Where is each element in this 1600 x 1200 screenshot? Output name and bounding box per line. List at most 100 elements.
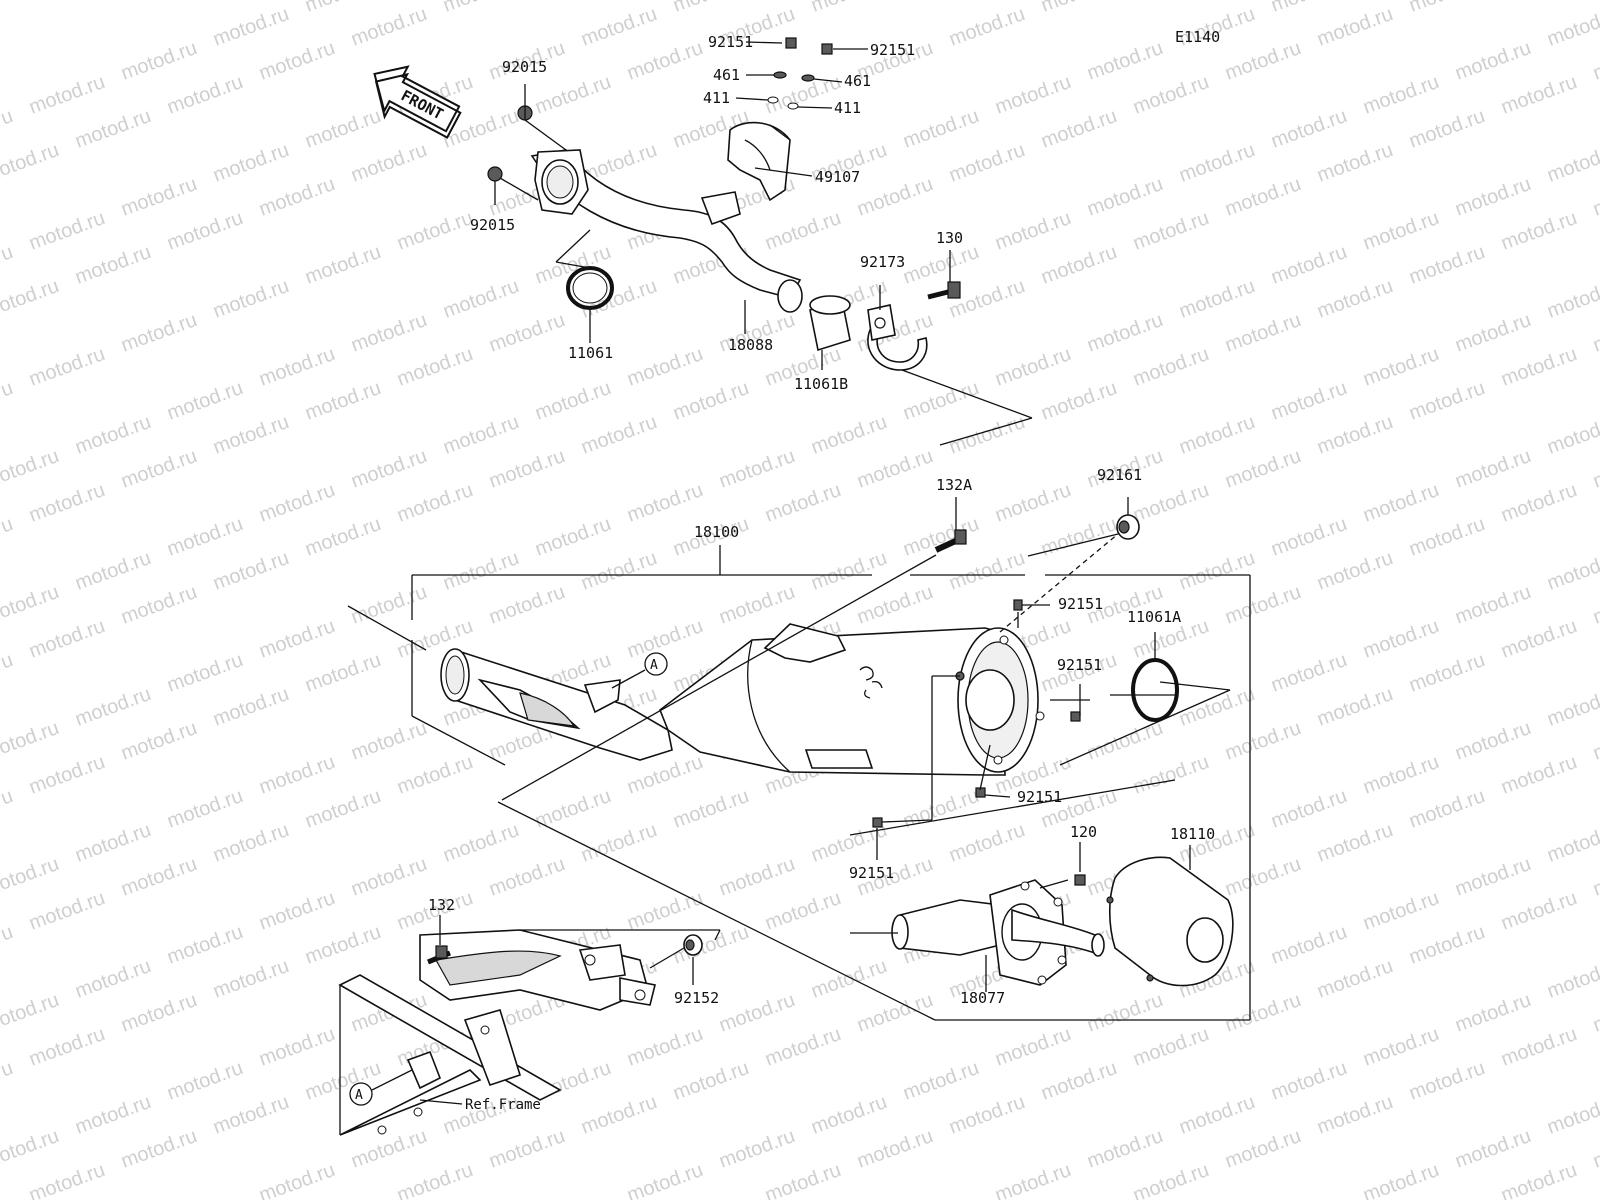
watermark-text: motod.ru bbox=[26, 343, 108, 391]
watermark-text: motod.ru bbox=[1222, 309, 1304, 357]
label-92151-e: 92151 bbox=[1017, 788, 1062, 806]
watermark-text: motod.ru bbox=[716, 445, 798, 493]
watermark-text: motod.ru bbox=[1406, 0, 1488, 17]
watermark-text: motod.ru bbox=[0, 105, 16, 153]
watermark-text: motod.ru bbox=[1038, 241, 1120, 289]
watermark-text: motod.ru bbox=[1452, 445, 1534, 493]
watermark-text: motod.ru bbox=[1222, 1125, 1304, 1173]
watermark-text: motod.ru bbox=[1544, 411, 1600, 459]
watermark-text: motod.ru bbox=[210, 547, 292, 595]
watermark-text: motod.ru bbox=[1222, 853, 1304, 901]
watermark-text: motod.ru bbox=[1130, 1023, 1212, 1071]
watermark-text: motod.ru bbox=[72, 1091, 154, 1139]
watermark-text: motod.ru bbox=[1222, 173, 1304, 221]
watermark-text: motod.ru bbox=[992, 1023, 1074, 1071]
screw-92151-f bbox=[872, 817, 883, 828]
watermark-text: motod.ru bbox=[1360, 1023, 1442, 1071]
screw-92151-c bbox=[1013, 599, 1023, 611]
watermark-text: motod.ru bbox=[256, 479, 338, 527]
watermark-text: motod.ru bbox=[762, 207, 844, 255]
watermark-text: motod.ru bbox=[1176, 683, 1258, 731]
watermark-text: motod.ru bbox=[26, 207, 108, 255]
watermark-text: motod.ru bbox=[1452, 1125, 1534, 1173]
watermark-text: motod.ru bbox=[1498, 615, 1580, 663]
label-411-b: 411 bbox=[834, 99, 861, 117]
watermark-text: motod.ru bbox=[348, 445, 430, 493]
screw-92151-b bbox=[821, 43, 833, 55]
watermark-text: motod.ru bbox=[118, 309, 200, 357]
watermark-text: motod.ru bbox=[1360, 207, 1442, 255]
watermark-text: motod.ru bbox=[302, 241, 384, 289]
label-ref-frame: Ref.Frame bbox=[465, 1097, 541, 1113]
watermark-text: motod.ru bbox=[0, 717, 62, 765]
label-92173: 92173 bbox=[860, 253, 905, 271]
watermark-text: motod.ru bbox=[348, 309, 430, 357]
label-92015-b: 92015 bbox=[470, 216, 515, 234]
watermark-text: motod.ru bbox=[900, 513, 982, 561]
callout-a-label: A bbox=[650, 658, 658, 673]
watermark-text: motod.ru bbox=[256, 751, 338, 799]
watermark-text: motod.ru bbox=[0, 581, 62, 629]
watermark-text: motod.ru bbox=[1268, 241, 1350, 289]
watermark-text: motod.ru bbox=[1176, 275, 1258, 323]
watermark-text: motod.ru bbox=[624, 887, 706, 935]
watermark-text: motod.ru bbox=[0, 445, 62, 493]
watermark-text: motod.ru bbox=[1268, 785, 1350, 833]
watermark-text: motod.ru bbox=[0, 139, 62, 187]
label-18110: 18110 bbox=[1170, 825, 1215, 843]
watermark-text: motod.ru bbox=[1590, 853, 1600, 901]
watermark-text: motod.ru bbox=[440, 0, 522, 17]
watermark-text: motod.ru bbox=[1590, 309, 1600, 357]
label-92151-c: 92151 bbox=[1058, 595, 1103, 613]
watermark-text: motod.ru bbox=[1314, 547, 1396, 595]
watermark-text: motod.ru bbox=[762, 887, 844, 935]
watermark-text: motod.ru bbox=[854, 581, 936, 629]
watermark-text: motod.ru bbox=[164, 513, 246, 561]
watermark-text: motod.ru bbox=[716, 853, 798, 901]
watermark-text: motod.ru bbox=[1544, 819, 1600, 867]
label-18088: 18088 bbox=[728, 336, 773, 354]
watermark-text: motod.ru bbox=[1084, 309, 1166, 357]
watermark-text: motod.ru bbox=[1084, 173, 1166, 221]
watermark-text: motod.ru bbox=[1314, 3, 1396, 51]
watermark-text: motod.ru bbox=[302, 0, 384, 17]
watermark-text: motod.ru bbox=[210, 411, 292, 459]
watermark-text: motod.ru bbox=[1130, 343, 1212, 391]
watermark-text: motod.ru bbox=[118, 445, 200, 493]
watermark-text: motod.ru bbox=[1498, 1159, 1580, 1200]
watermark-text: motod.ru bbox=[1360, 479, 1442, 527]
watermark-text: motod.ru bbox=[578, 1091, 660, 1139]
watermark-text: motod.ru bbox=[716, 581, 798, 629]
watermark-text: motod.ru bbox=[1590, 37, 1600, 85]
watermark-text: motod.ru bbox=[1360, 887, 1442, 935]
washer-411-a bbox=[767, 96, 779, 104]
watermark-text: motod.ru bbox=[0, 649, 16, 697]
watermark-text: motod.ru bbox=[1498, 479, 1580, 527]
watermark-text: motod.ru bbox=[670, 785, 752, 833]
watermark-text: motod.ru bbox=[1544, 275, 1600, 323]
bolt-130 bbox=[927, 281, 961, 300]
watermark-text: motod.ru bbox=[118, 173, 200, 221]
watermark-text: motod.ru bbox=[1314, 819, 1396, 867]
watermark-text: motod.ru bbox=[900, 1057, 982, 1105]
watermark-text: motod.ru bbox=[164, 71, 246, 119]
watermark-text: motod.ru bbox=[26, 887, 108, 935]
watermark-text: motod.ru bbox=[992, 207, 1074, 255]
watermark-text: motod.ru bbox=[26, 751, 108, 799]
watermark-text: motod.ru bbox=[1314, 1091, 1396, 1139]
label-49107: 49107 bbox=[815, 168, 860, 186]
watermark-text: motod.ru bbox=[1222, 445, 1304, 493]
watermark-text: motod.ru bbox=[164, 785, 246, 833]
watermark-text: motod.ru bbox=[1452, 853, 1534, 901]
watermark-text: motod.ru bbox=[1360, 751, 1442, 799]
watermark-text: motod.ru bbox=[348, 3, 430, 51]
watermark-text: motod.ru bbox=[578, 3, 660, 51]
watermark-text: motod.ru bbox=[1498, 207, 1580, 255]
watermark-text: motod.ru bbox=[670, 377, 752, 425]
bolt-132A bbox=[934, 529, 967, 553]
sleeve-gasket-11061B bbox=[809, 295, 851, 352]
watermark-text: motod.ru bbox=[0, 1125, 62, 1173]
watermark-text: motod.ru bbox=[118, 989, 200, 1037]
watermark-text: motod.ru bbox=[1268, 921, 1350, 969]
watermark-text: motod.ru bbox=[808, 411, 890, 459]
